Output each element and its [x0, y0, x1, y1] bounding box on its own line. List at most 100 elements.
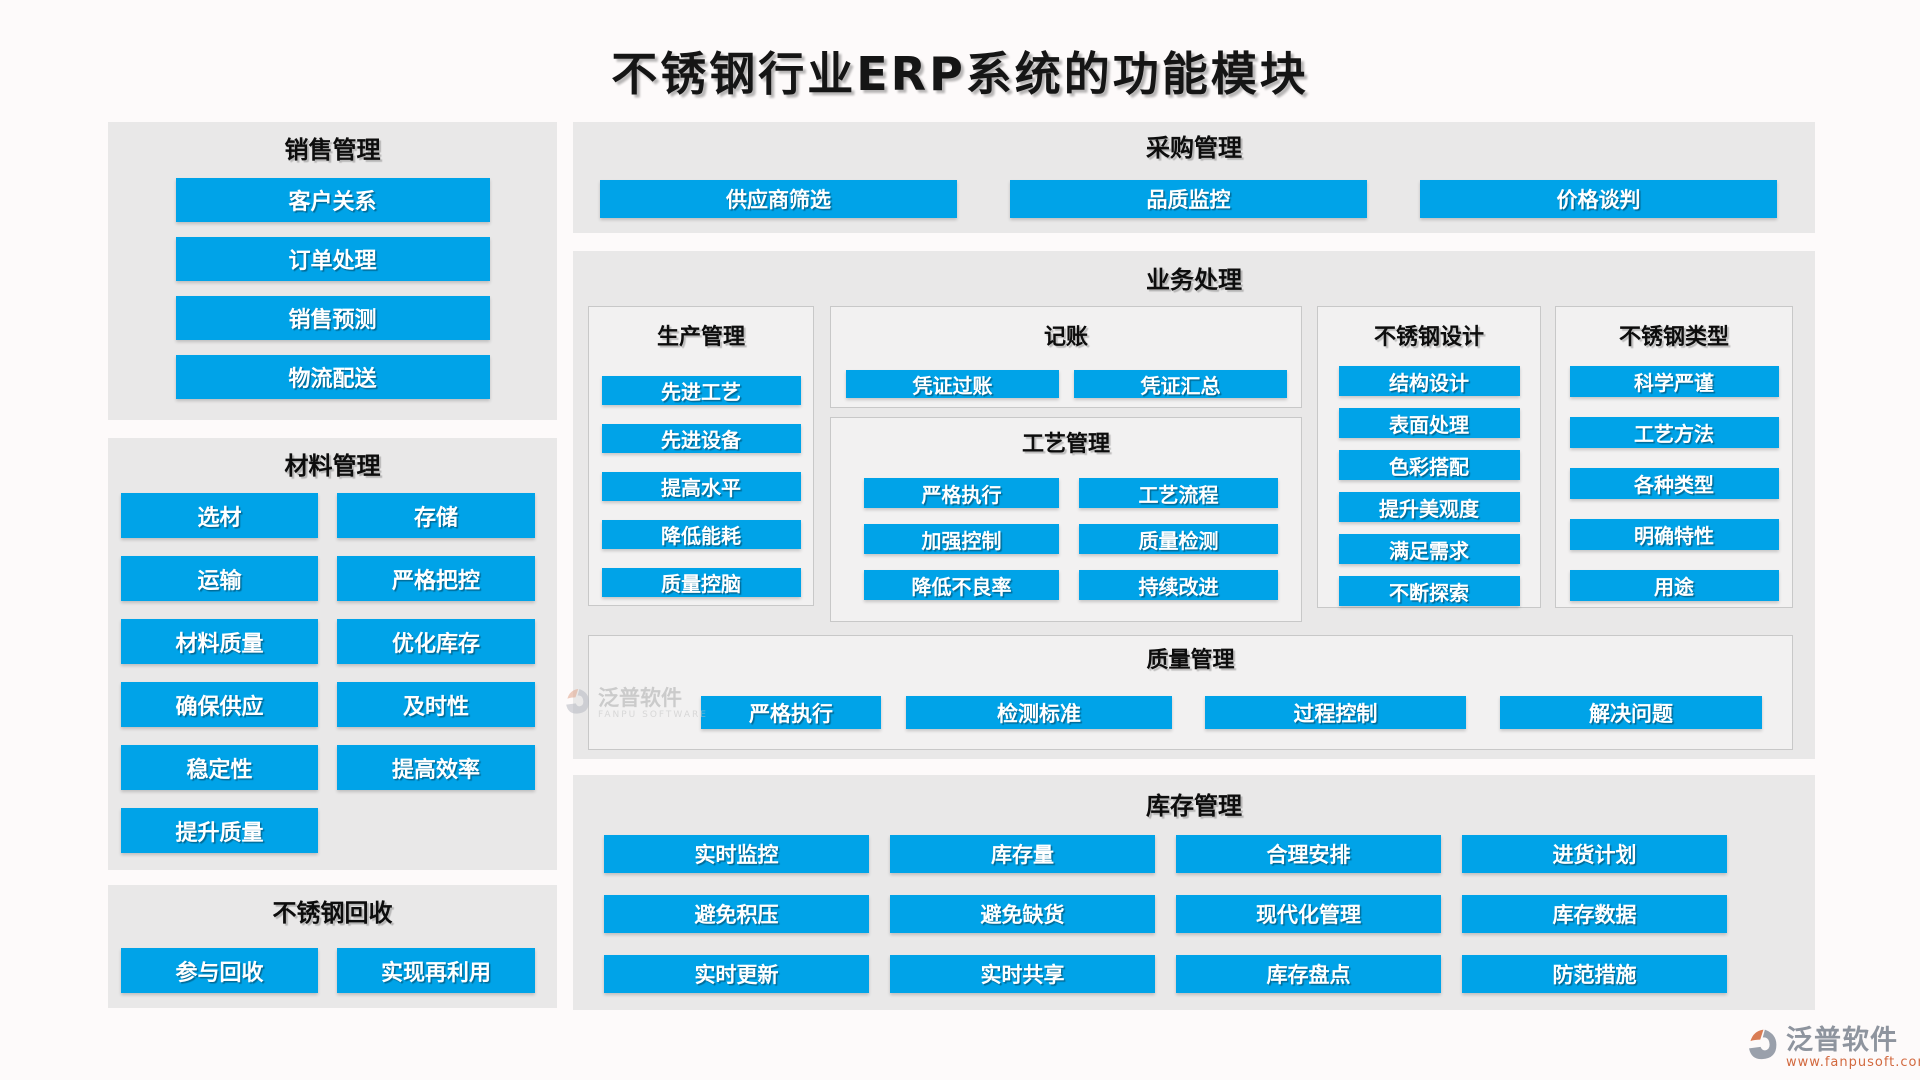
- subpanel-type: 不锈钢类型 科学严谨 工艺方法 各种类型 明确特性 用途: [1555, 306, 1793, 608]
- type-item-box: 明确特性: [1569, 519, 1779, 550]
- panel-recycle: 不锈钢回收 参与回收 实现再利用: [108, 885, 557, 1008]
- material-item-box: 稳定性: [121, 745, 318, 790]
- design-item-box: 表面处理: [1338, 408, 1520, 438]
- type-item-box: 各种类型: [1569, 468, 1779, 499]
- process-item-box: 持续改进: [1079, 570, 1278, 600]
- sales-item-box: 销售预测: [175, 296, 490, 340]
- design-item-box: 满足需求: [1338, 534, 1520, 564]
- material-item-box: 运输: [121, 556, 318, 601]
- design-items: 结构设计 表面处理 色彩搭配 提升美观度 满足需求 不断探索: [1318, 366, 1540, 606]
- type-item-box: 科学严谨: [1569, 366, 1779, 397]
- production-item-box: 先进工艺: [601, 376, 801, 405]
- quality-item-box: 检测标准: [906, 696, 1172, 729]
- type-item-box: 用途: [1569, 570, 1779, 601]
- inventory-item-box: 实时共享: [890, 955, 1155, 993]
- quality-item-box: 过程控制: [1205, 696, 1466, 729]
- inventory-item-box: 避免积压: [604, 895, 869, 933]
- design-item-box: 提升美观度: [1338, 492, 1520, 522]
- page-title: 不锈钢行业ERP系统的功能模块: [611, 47, 1309, 101]
- panel-sales: 销售管理 客户关系 订单处理 销售预测 物流配送: [108, 122, 557, 420]
- recycle-items: 参与回收 实现再利用: [121, 948, 557, 993]
- quality-title: 质量管理: [1146, 648, 1235, 673]
- type-items: 科学严谨 工艺方法 各种类型 明确特性 用途: [1556, 366, 1792, 601]
- material-items: 选材 存储 运输 严格把控 材料质量 优化库存 确保供应 及时性 稳定性 提高效…: [121, 493, 557, 853]
- process-item-box: 严格执行: [864, 478, 1059, 508]
- inventory-item-box: 现代化管理: [1176, 895, 1441, 933]
- accounting-items: 凭证过账 凭证汇总: [831, 370, 1301, 398]
- inventory-item-box: 库存盘点: [1176, 955, 1441, 993]
- sales-item-box: 客户关系: [175, 178, 490, 222]
- fanpu-logo-icon: [1749, 1029, 1777, 1060]
- material-item-box: 提升质量: [121, 808, 318, 853]
- inventory-items: 实时监控 库存量 合理安排 进货计划 避免积压 避免缺货 现代化管理 库存数据 …: [604, 835, 1815, 993]
- production-items: 先进工艺 先进设备 提高水平 降低能耗 质量控脑: [589, 376, 813, 597]
- brand-url: www.fanpusoft.com: [1786, 1055, 1920, 1070]
- watermark: 泛普软件 FANPU SOFTWARE: [562, 686, 708, 720]
- sales-title: 销售管理: [284, 136, 381, 164]
- process-item-box: 质量检测: [1079, 524, 1278, 554]
- subpanel-design: 不锈钢设计 结构设计 表面处理 色彩搭配 提升美观度 满足需求 不断探索: [1317, 306, 1541, 608]
- type-item-box: 工艺方法: [1569, 417, 1779, 448]
- type-title: 不锈钢类型: [1618, 325, 1729, 350]
- material-title: 材料管理: [284, 452, 381, 480]
- production-item-box: 先进设备: [601, 424, 801, 453]
- panel-material: 材料管理 选材 存储 运输 严格把控 材料质量 优化库存 确保供应 及时性 稳定…: [108, 438, 557, 870]
- purchase-item-box: 价格谈判: [1420, 180, 1777, 218]
- accounting-item-box: 凭证过账: [846, 370, 1059, 398]
- inventory-item-box: 合理安排: [1176, 835, 1441, 873]
- quality-item-box: 解决问题: [1500, 696, 1762, 729]
- material-item-box: 存储: [337, 493, 535, 538]
- inventory-item-box: 实时更新: [604, 955, 869, 993]
- purchase-item-box: 品质监控: [1010, 180, 1367, 218]
- design-item-box: 结构设计: [1338, 366, 1520, 396]
- inventory-item-box: 库存数据: [1462, 895, 1727, 933]
- material-item-box: 确保供应: [121, 682, 318, 727]
- inventory-item-box: 库存量: [890, 835, 1155, 873]
- recycle-item-box: 参与回收: [121, 948, 318, 993]
- panel-purchase: 采购管理 供应商筛选 品质监控 价格谈判: [573, 122, 1815, 233]
- recycle-item-box: 实现再利用: [337, 948, 535, 993]
- production-title: 生产管理: [656, 325, 745, 350]
- process-item-box: 工艺流程: [1079, 478, 1278, 508]
- design-item-box: 色彩搭配: [1338, 450, 1520, 480]
- accounting-item-box: 凭证汇总: [1074, 370, 1287, 398]
- sales-item-box: 物流配送: [175, 355, 490, 399]
- brand-name: 泛普软件: [1786, 1025, 1898, 1056]
- production-item-box: 降低能耗: [601, 520, 801, 549]
- purchase-title: 采购管理: [1146, 134, 1242, 162]
- business-title: 业务处理: [1146, 266, 1242, 294]
- inventory-item-box: 实时监控: [604, 835, 869, 873]
- recycle-title: 不锈钢回收: [272, 899, 393, 927]
- quality-item-box: 严格执行: [701, 696, 881, 729]
- subpanel-process: 工艺管理 严格执行 工艺流程 加强控制 质量检测 降低不良率 持续改进: [830, 417, 1302, 622]
- inventory-item-box: 进货计划: [1462, 835, 1727, 873]
- design-item-box: 不断探索: [1338, 576, 1520, 606]
- sales-item-box: 订单处理: [175, 237, 490, 281]
- production-item-box: 质量控脑: [601, 568, 801, 597]
- watermark-brand: 泛普软件: [598, 686, 682, 710]
- inventory-item-box: 防范措施: [1462, 955, 1727, 993]
- panel-inventory: 库存管理 实时监控 库存量 合理安排 进货计划 避免积压 避免缺货 现代化管理 …: [573, 775, 1815, 1010]
- fanpu-logo-icon: [566, 689, 589, 714]
- brand-logo: 泛普软件 www.fanpusoft.com: [1744, 1026, 1920, 1070]
- material-item-box: 严格把控: [337, 556, 535, 601]
- panel-business: 业务处理 生产管理 先进工艺 先进设备 提高水平 降低能耗 质量控脑 记账 凭证…: [573, 251, 1815, 759]
- subpanel-accounting: 记账 凭证过账 凭证汇总: [830, 306, 1302, 408]
- material-item-box: 优化库存: [337, 619, 535, 664]
- watermark-brand-en: FANPU SOFTWARE: [598, 710, 708, 720]
- process-items: 严格执行 工艺流程 加强控制 质量检测 降低不良率 持续改进: [864, 478, 1301, 600]
- process-title: 工艺管理: [1021, 432, 1110, 457]
- subpanel-production: 生产管理 先进工艺 先进设备 提高水平 降低能耗 质量控脑: [588, 306, 814, 606]
- material-item-box: 选材: [121, 493, 318, 538]
- material-item-box: 提高效率: [337, 745, 535, 790]
- purchase-items: 供应商筛选 品质监控 价格谈判: [600, 180, 1815, 218]
- design-title: 不锈钢设计: [1373, 325, 1484, 350]
- production-item-box: 提高水平: [601, 472, 801, 501]
- material-item-box: 及时性: [337, 682, 535, 727]
- sales-items: 客户关系 订单处理 销售预测 物流配送: [108, 178, 557, 399]
- process-item-box: 加强控制: [864, 524, 1059, 554]
- material-item-box: 材料质量: [121, 619, 318, 664]
- process-item-box: 降低不良率: [864, 570, 1059, 600]
- subpanel-quality: 质量管理 严格执行 检测标准 过程控制 解决问题: [588, 635, 1793, 750]
